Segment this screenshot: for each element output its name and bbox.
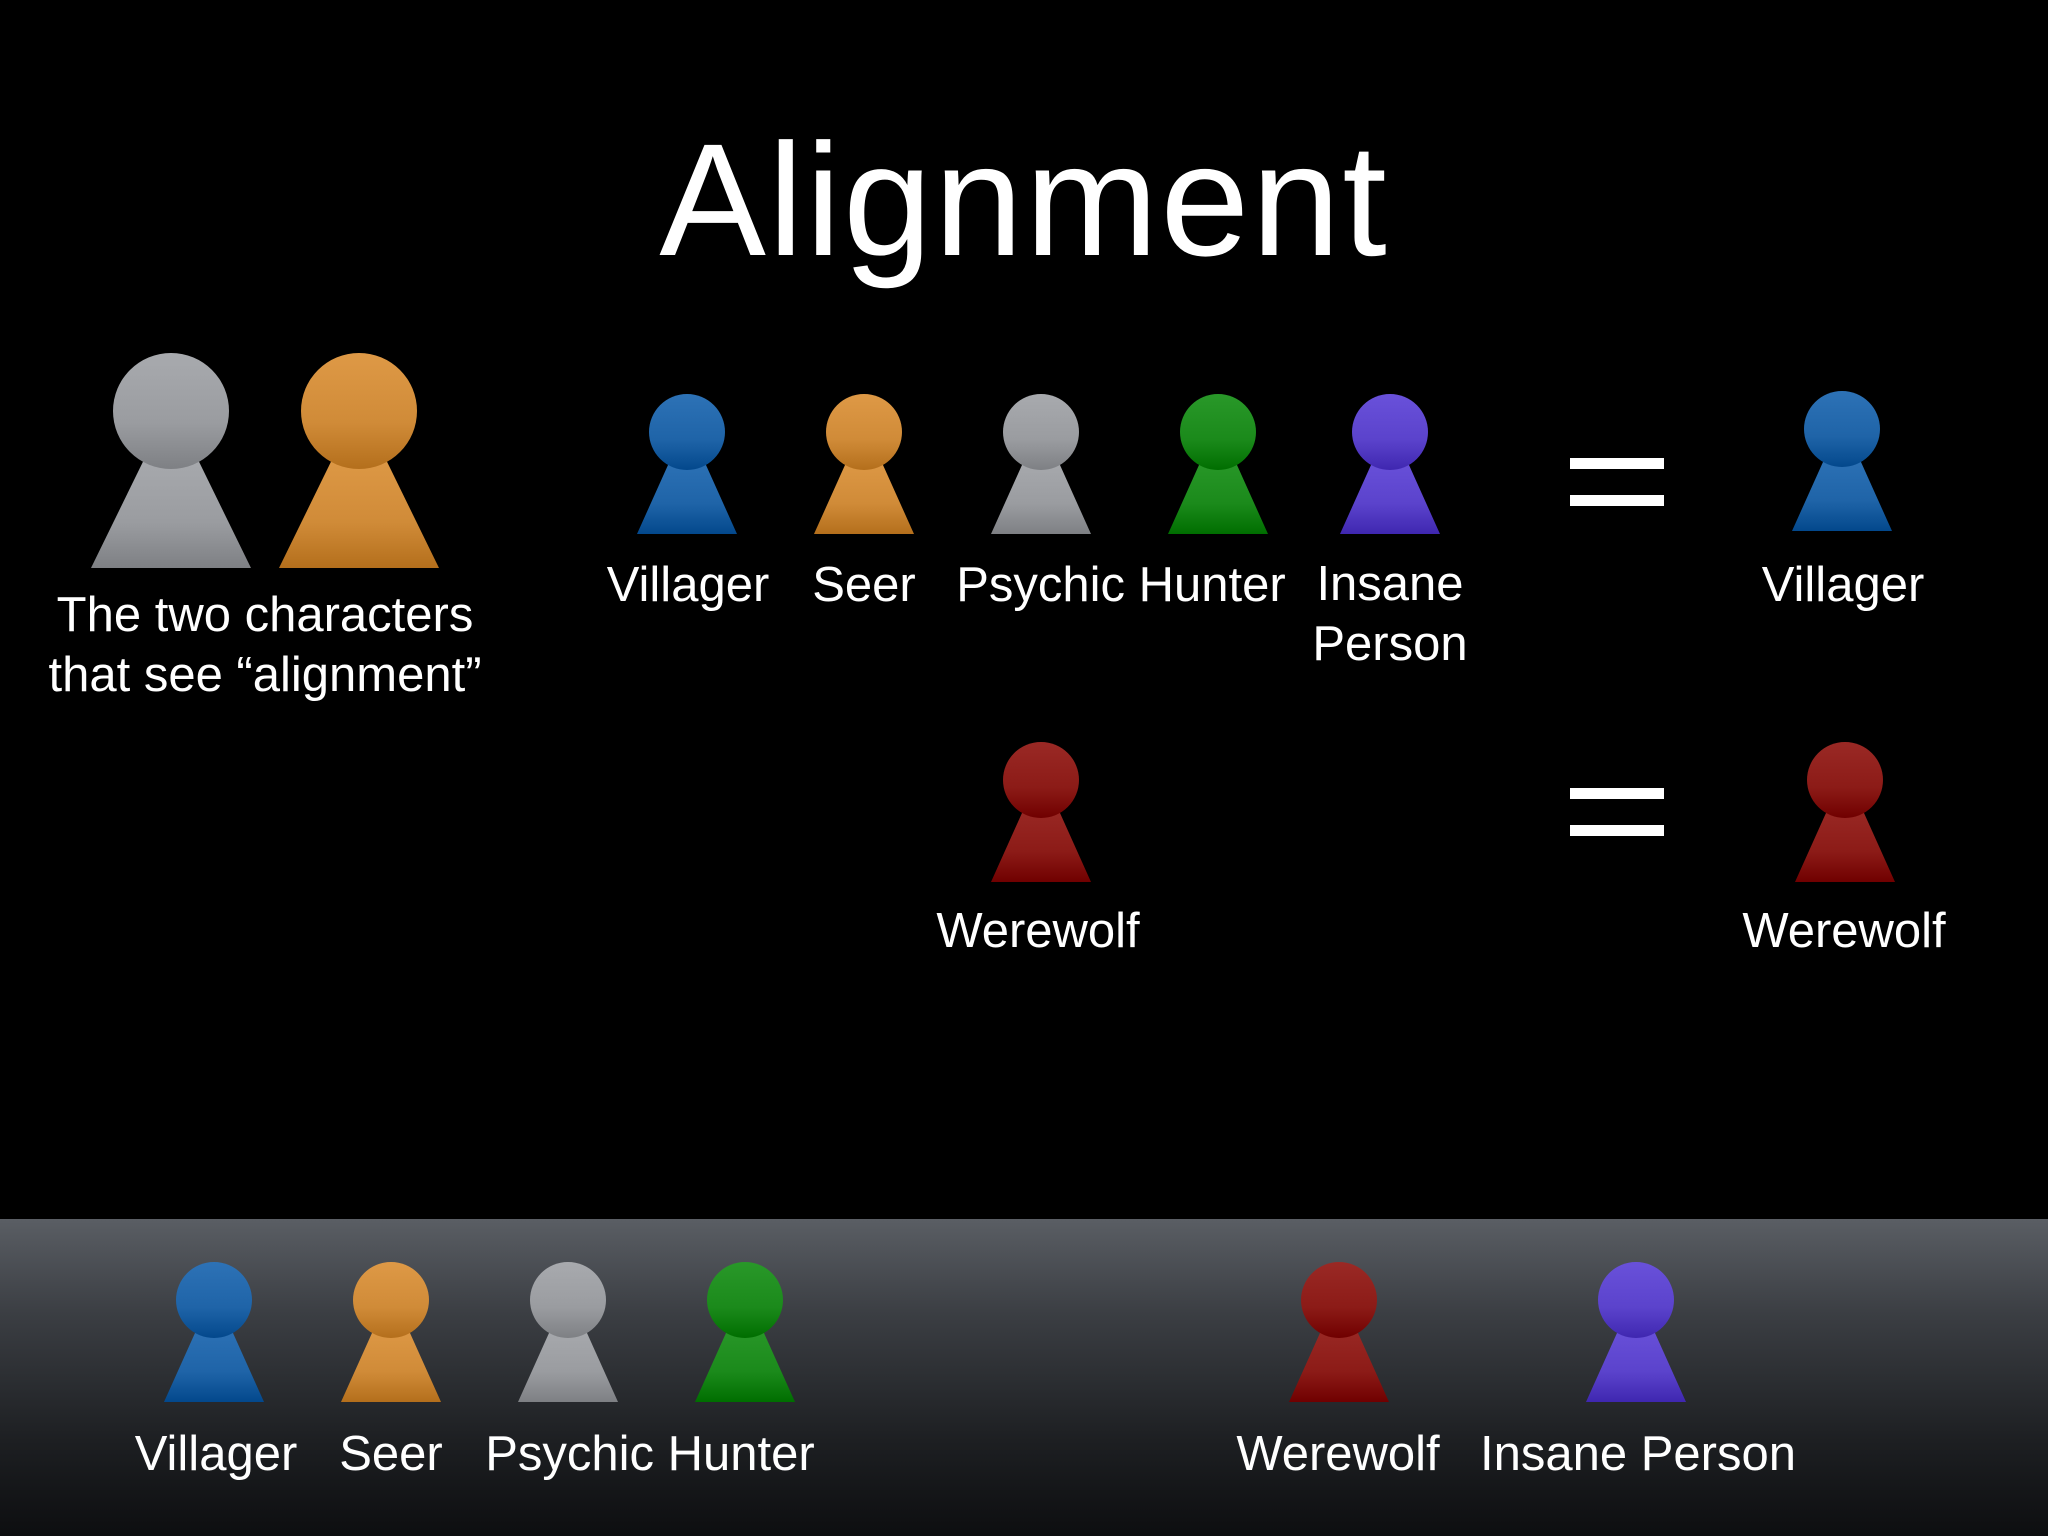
bottom-label-psychic-hunter: Psychic Hunter [485, 1427, 815, 1481]
orange-pawn-icon [814, 394, 914, 534]
caption-line-1: The two characters [56, 588, 474, 642]
equals-icon [1570, 458, 1664, 506]
orange-pawn-bottom-icon [341, 1262, 441, 1402]
row2-label-werewolf: Werewolf [936, 904, 1140, 958]
orange-pawn-large-icon [279, 353, 439, 568]
bottom-label-werewolf: Werewolf [1236, 1427, 1440, 1481]
blue-pawn-result-icon [1792, 391, 1892, 531]
alignment-caption: The two characters that see “alignment” [20, 585, 510, 705]
row1-label-villager: Villager [606, 558, 770, 612]
row1-result-label: Villager [1761, 558, 1925, 612]
green-pawn-bottom-icon [695, 1262, 795, 1402]
row2-result-label: Werewolf [1742, 904, 1946, 958]
purple-pawn-icon [1340, 394, 1440, 534]
blue-pawn-bottom-icon [164, 1262, 264, 1402]
slide-title: Alignment [659, 110, 1389, 289]
bottom-label-villager: Villager [134, 1427, 298, 1481]
gray-pawn-bottom-icon [518, 1262, 618, 1402]
red-pawn-icon [991, 742, 1091, 882]
row1-label-insane-person: Insane Person [1312, 557, 1468, 671]
red-pawn-result-icon [1795, 742, 1895, 882]
bottom-label-seer: Seer [339, 1427, 443, 1481]
green-pawn-icon [1168, 394, 1268, 534]
gray-pawn-large-icon [91, 353, 251, 568]
bottom-bar [0, 1219, 2048, 1536]
row1-label-psychic-hunter: Psychic Hunter [956, 558, 1286, 612]
bottom-label-insane-person: Insane Person [1480, 1427, 1796, 1481]
red-pawn-bottom-icon [1289, 1262, 1389, 1402]
purple-pawn-bottom-icon [1586, 1262, 1686, 1402]
gray-pawn-icon [991, 394, 1091, 534]
blue-pawn-icon [637, 394, 737, 534]
row1-label-seer: Seer [812, 558, 916, 612]
equals-icon [1570, 788, 1664, 836]
caption-line-2: that see “alignment” [48, 648, 482, 702]
